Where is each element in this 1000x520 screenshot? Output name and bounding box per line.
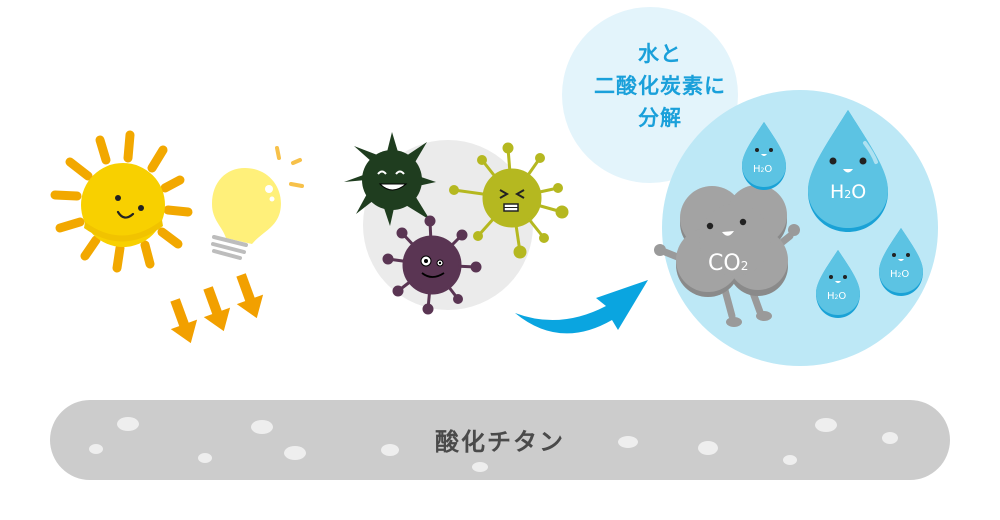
titanium-oxide-label: 酸化チタン xyxy=(435,428,565,456)
svg-text:H2O: H2O xyxy=(827,291,846,302)
light-bulb-icon xyxy=(211,146,304,260)
decomposition-text: 水と 二酸化炭素に 分解 xyxy=(570,38,750,134)
svg-text:H2O: H2O xyxy=(890,269,909,280)
purple-germ-icon xyxy=(382,215,482,315)
base-speckles xyxy=(89,417,898,472)
decomposition-line: 分解 xyxy=(638,106,682,130)
co2-label: CO2 xyxy=(708,251,748,276)
transition-arrow xyxy=(515,280,648,334)
co2-cloud-icon: CO2 xyxy=(654,185,800,327)
yellow-green-germ-icon xyxy=(449,142,569,259)
water-drop-small-icon: H2O xyxy=(742,122,786,190)
titanium-oxide-base xyxy=(50,400,950,480)
water-drop-small-icon: H2O xyxy=(879,228,923,296)
decomposition-line: 水と xyxy=(638,42,682,66)
svg-text:H2O: H2O xyxy=(830,181,866,203)
svg-text:H2O: H2O xyxy=(753,164,772,175)
sun-icon xyxy=(50,130,193,273)
dark-green-germ-icon xyxy=(344,132,436,226)
water-drop-large-icon: H2O xyxy=(808,110,888,232)
light-arrows xyxy=(170,273,264,344)
water-drop-small-icon: H2O xyxy=(816,250,860,318)
decomposition-line: 二酸化炭素に xyxy=(594,74,726,98)
decomposition-bubble xyxy=(562,7,738,183)
